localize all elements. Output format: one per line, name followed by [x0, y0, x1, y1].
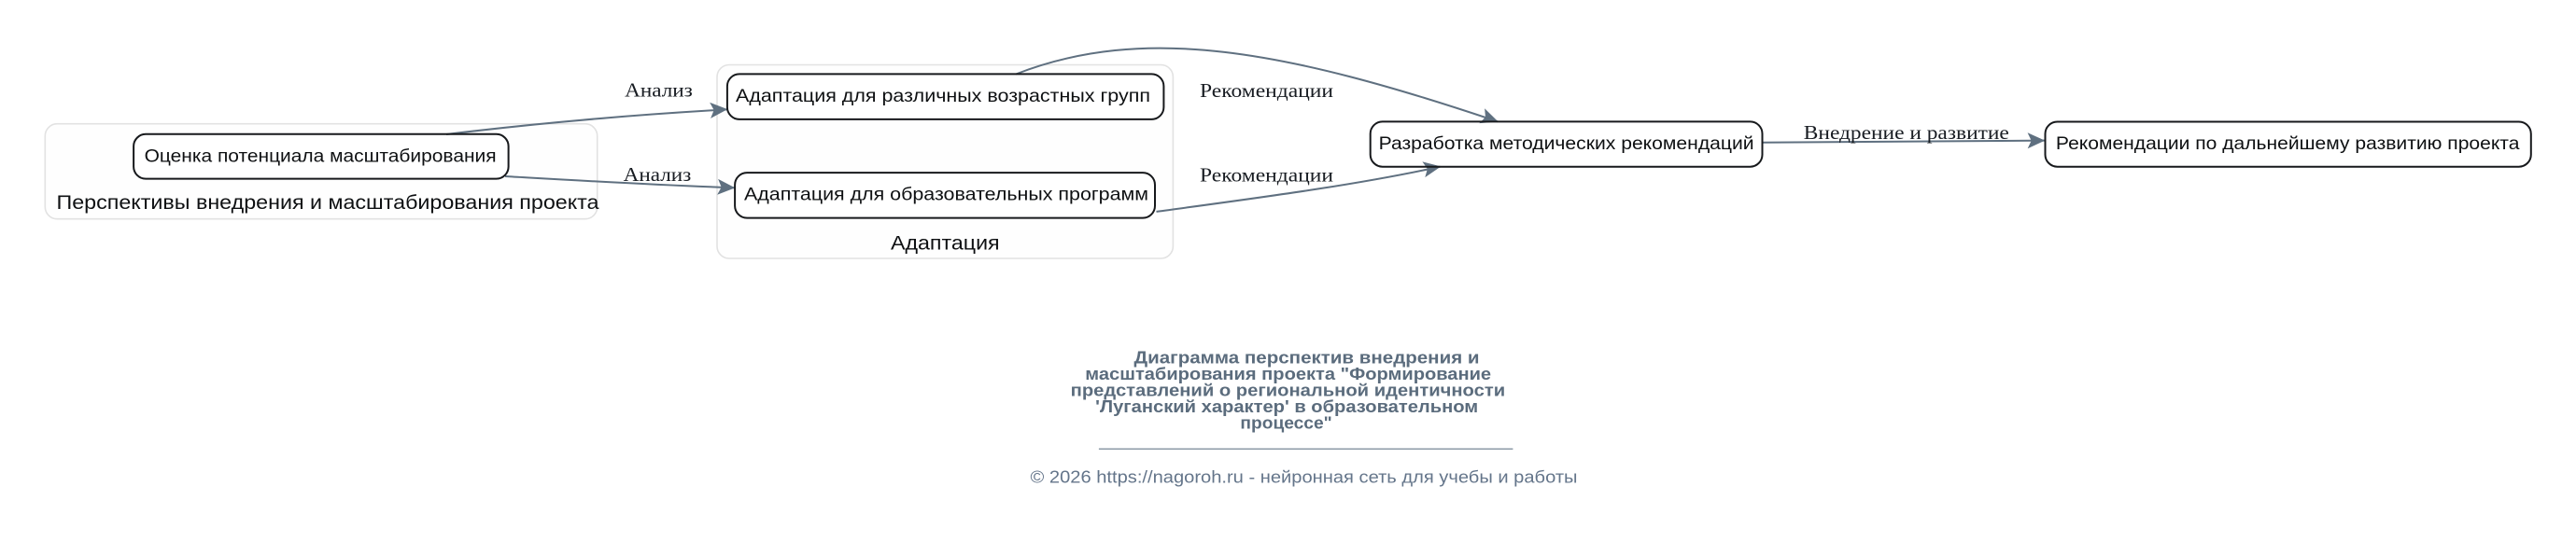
svg-text:Адаптация для различных возрас: Адаптация для различных возрастных групп — [736, 86, 1150, 106]
svg-text:Разработка методических рекоме: Разработка методических рекомендаций — [1379, 133, 1754, 154]
svg-text:Диаграмма перспектив внедрения: Диаграмма перспектив внедрения и — [1134, 349, 1480, 368]
svg-text:Рекомендации: Рекомендации — [1200, 79, 1333, 102]
svg-text:процессе": процессе" — [1240, 413, 1331, 432]
svg-text:Внедрение и развитие: Внедрение и развитие — [1804, 121, 2009, 144]
svg-text:Рекомендации по дальнейшему ра: Рекомендации по дальнейшему развитию про… — [2056, 133, 2520, 154]
svg-text:Анализ: Анализ — [625, 79, 693, 102]
svg-text:Перспективы внедрения и масшта: Перспективы внедрения и масштабирования … — [57, 191, 599, 214]
svg-text:© 2026 https://nagoroh.ru - не: © 2026 https://nagoroh.ru - нейронная се… — [1031, 468, 1578, 487]
svg-text:масштабирования проекта "Форми: масштабирования проекта "Формирование — [1085, 365, 1491, 383]
svg-text:Оценка потенциала масштабирова: Оценка потенциала масштабирования — [145, 146, 497, 166]
svg-text:Адаптация для образовательных: Адаптация для образовательных программ — [744, 185, 1148, 205]
svg-text:Анализ: Анализ — [624, 163, 692, 186]
svg-text:Адаптация: Адаптация — [891, 232, 1000, 255]
svg-text:Рекомендации: Рекомендации — [1200, 164, 1333, 187]
svg-text:'Луганский характер' в образов: 'Луганский характер' в образовательном — [1095, 397, 1478, 416]
svg-text:представлений о региональной и: представлений о региональной идентичност… — [1071, 382, 1506, 400]
